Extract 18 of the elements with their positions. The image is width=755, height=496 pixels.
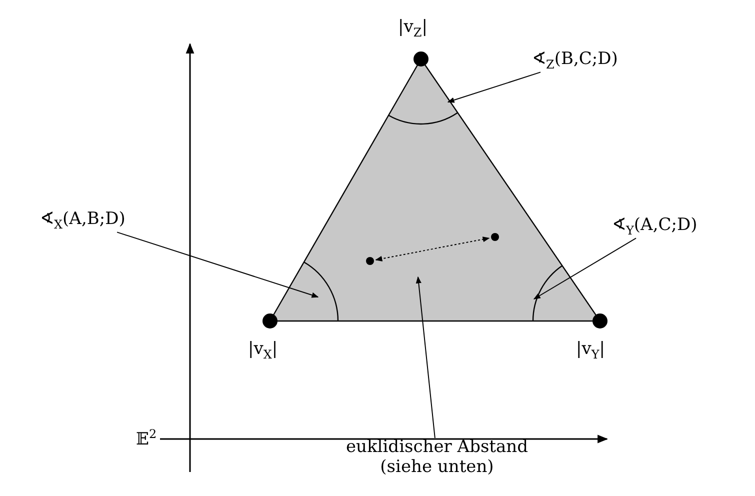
distance-arrow xyxy=(375,236,490,262)
annotation-text: euklidischer Abstand (siehe unten) xyxy=(322,438,552,478)
vertex-label: |v$_{Z}$| xyxy=(398,18,428,40)
angle-label: ∢$_{Z}$(B,C;D) xyxy=(532,50,618,72)
leader-arrow xyxy=(416,276,436,438)
point xyxy=(491,233,499,241)
angle-label: ∢$_{Y}$(A,C;D) xyxy=(612,216,698,238)
vertex-label: |v$_{X}$| xyxy=(248,340,278,362)
angle-label: ∢$_{X}$(A,B;D) xyxy=(40,210,126,232)
leader-arrow xyxy=(116,232,319,298)
angle-arc xyxy=(304,262,339,322)
leader-arrow xyxy=(533,238,636,300)
vertex-label: |v$_{Y}$| xyxy=(576,340,605,362)
space-label: 𝔼$^{2}$ xyxy=(136,428,157,450)
point xyxy=(366,257,374,265)
angle-arc xyxy=(388,112,458,125)
leader-arrow xyxy=(447,72,541,103)
angle-arc xyxy=(532,264,563,322)
